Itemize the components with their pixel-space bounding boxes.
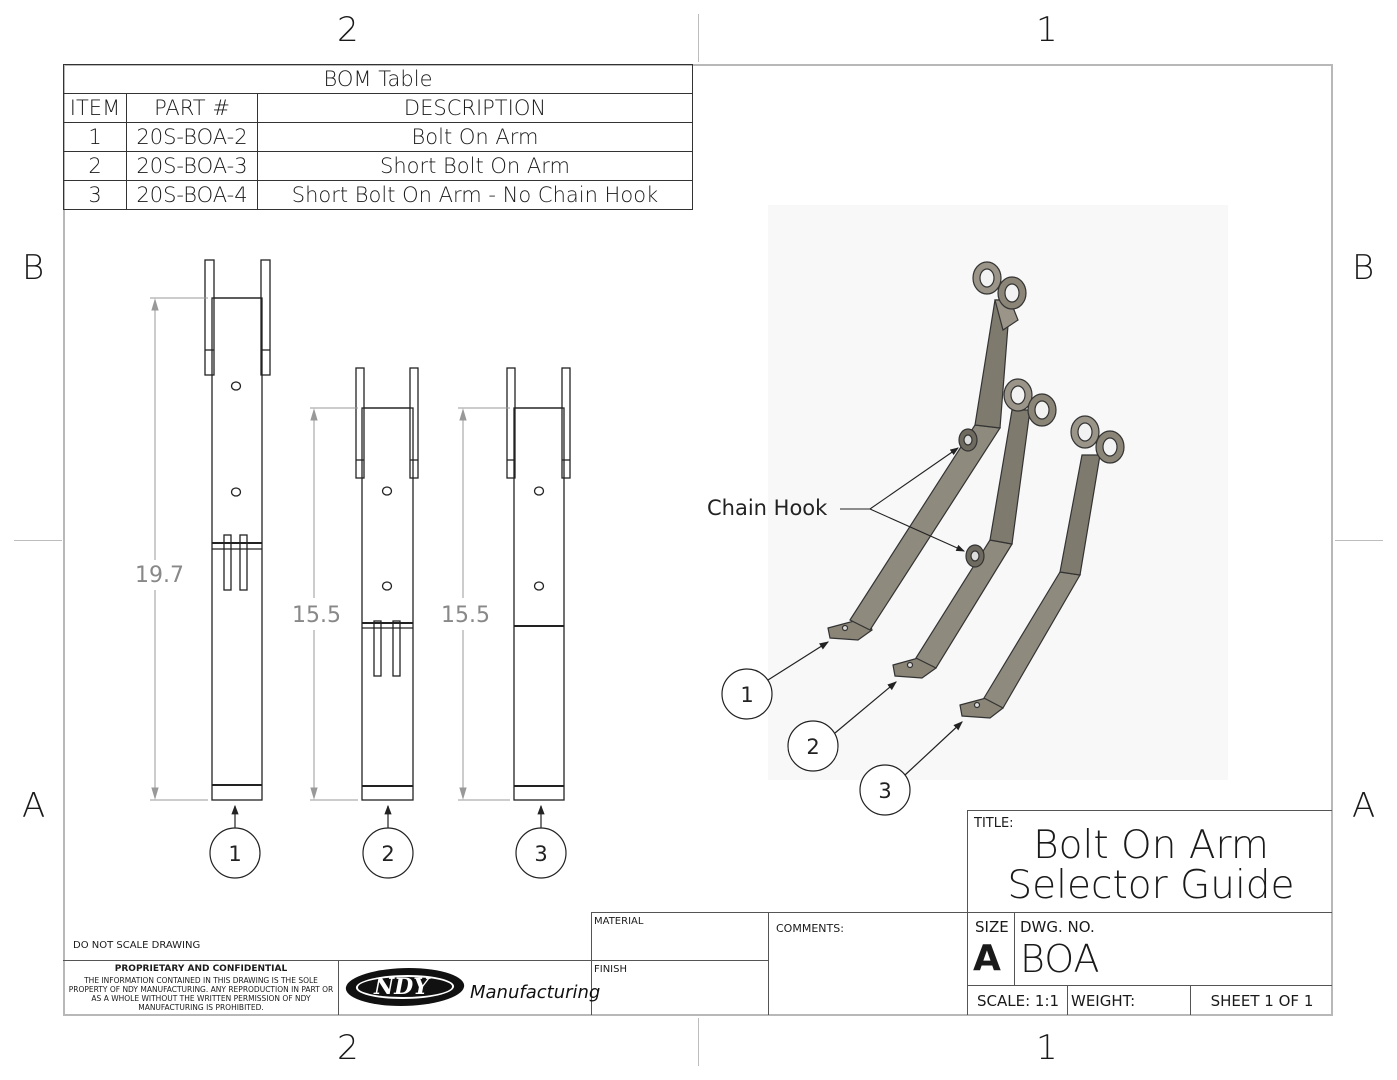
- dimension-line-3: [458, 407, 510, 801]
- balloon-leader-iso-1: [767, 641, 830, 681]
- bom-item: 3: [63, 180, 127, 210]
- scale-field: SCALE: 1:1: [977, 992, 1060, 1010]
- bom-part: 20S-BOA-2: [126, 122, 258, 152]
- material-label: MATERIAL: [594, 916, 644, 927]
- balloon-circle-front-1: [209, 827, 261, 879]
- proprietary-notice: THE INFORMATION CONTAINED IN THIS DRAWIN…: [68, 976, 334, 1012]
- zone-marker-right-b: B: [1352, 248, 1375, 288]
- chain-hook-callout: Chain Hook: [707, 496, 828, 520]
- callout-leader-hook-2: [869, 508, 966, 552]
- balloon-circle-iso-1: [721, 668, 773, 720]
- dimension-value-2: 15.5: [292, 603, 341, 628]
- balloon-leader-iso-3: [904, 721, 963, 776]
- front-view-arm-1: [204, 259, 271, 801]
- dimension-line-1: [150, 297, 208, 801]
- title-label: TITLE:: [974, 816, 1014, 831]
- size-label: SIZE: [975, 918, 1009, 936]
- zone-marker-bottom-2: 2: [337, 1028, 359, 1068]
- drawing-title-line-1: Bolt On Arm: [1033, 823, 1269, 868]
- zone-marker-top-1: 1: [1036, 10, 1058, 50]
- bom-item: 2: [63, 151, 127, 181]
- balloon-iso-2: 2: [806, 735, 819, 759]
- dwg-no-label: DWG. NO.: [1020, 918, 1095, 936]
- dwg-no-value: BOA: [1020, 937, 1100, 981]
- balloon-front-3: 3: [534, 842, 547, 866]
- weight-field: WEIGHT:: [1071, 992, 1136, 1010]
- zone-divider-top: [698, 14, 699, 62]
- ndy-manufacturing-logo: NDY Manufacturing: [341, 962, 600, 1012]
- drawing-title-line-2: Selector Guide: [1007, 863, 1295, 908]
- balloon-leader-iso-2: [834, 681, 897, 734]
- size-value: A: [973, 938, 1001, 979]
- logo-text: Manufacturing: [470, 982, 601, 1003]
- drawing-border: [63, 64, 1333, 1016]
- isometric-arm-3: [959, 415, 1125, 719]
- proprietary-heading: PROPRIETARY AND CONFIDENTIAL: [114, 964, 288, 974]
- zone-marker-top-2: 2: [337, 10, 359, 50]
- bom-header-item: ITEM: [63, 93, 127, 123]
- comments-label: COMMENTS:: [776, 922, 844, 935]
- bom-title: BOM Table: [63, 64, 693, 94]
- isometric-arm-2: [892, 378, 1057, 679]
- balloon-circle-iso-2: [787, 720, 839, 772]
- balloon-circle-front-3: [515, 827, 567, 879]
- bom-description: Short Bolt On Arm: [257, 151, 693, 181]
- zone-divider-bottom: [698, 1018, 699, 1066]
- logo-mark: NDY: [374, 974, 429, 1000]
- balloon-front-1: 1: [228, 842, 241, 866]
- balloon-circle-iso-3: [859, 764, 911, 816]
- dimension-value-3: 15.5: [441, 603, 490, 628]
- dimension-value-1: 19.7: [135, 563, 184, 588]
- zone-marker-bottom-1: 1: [1036, 1028, 1058, 1068]
- balloon-iso-1: 1: [740, 683, 753, 707]
- bom-row: 2 20S-BOA-3 Short Bolt On Arm: [63, 151, 693, 181]
- front-view-arm-2: [355, 367, 419, 801]
- bom-description: Short Bolt On Arm - No Chain Hook: [257, 180, 693, 210]
- bom-row: 3 20S-BOA-4 Short Bolt On Arm - No Chain…: [63, 180, 693, 210]
- zone-marker-right-a: A: [1352, 786, 1376, 826]
- zone-divider-right: [1335, 540, 1383, 541]
- sheet-field: SHEET 1 OF 1: [1210, 992, 1314, 1010]
- balloon-circle-front-2: [362, 827, 414, 879]
- finish-label: FINISH: [594, 964, 627, 975]
- dimension-line-2: [310, 407, 358, 801]
- zone-divider-left: [14, 540, 62, 541]
- do-not-scale-note: DO NOT SCALE DRAWING: [73, 940, 201, 951]
- bom-part: 20S-BOA-3: [126, 151, 258, 181]
- front-view-arm-3: [506, 367, 571, 801]
- balloon-iso-3: 3: [878, 779, 891, 803]
- zone-marker-left-b: B: [22, 248, 45, 288]
- callout-leader-hook-1: [869, 447, 959, 510]
- zone-marker-left-a: A: [22, 786, 46, 826]
- balloon-front-2: 2: [381, 842, 394, 866]
- bom-table: BOM Table ITEM PART # DESCRIPTION 1 20S-…: [63, 64, 693, 210]
- bom-part: 20S-BOA-4: [126, 180, 258, 210]
- bom-header-part: PART #: [126, 93, 258, 123]
- isometric-arm-1: [827, 261, 1027, 641]
